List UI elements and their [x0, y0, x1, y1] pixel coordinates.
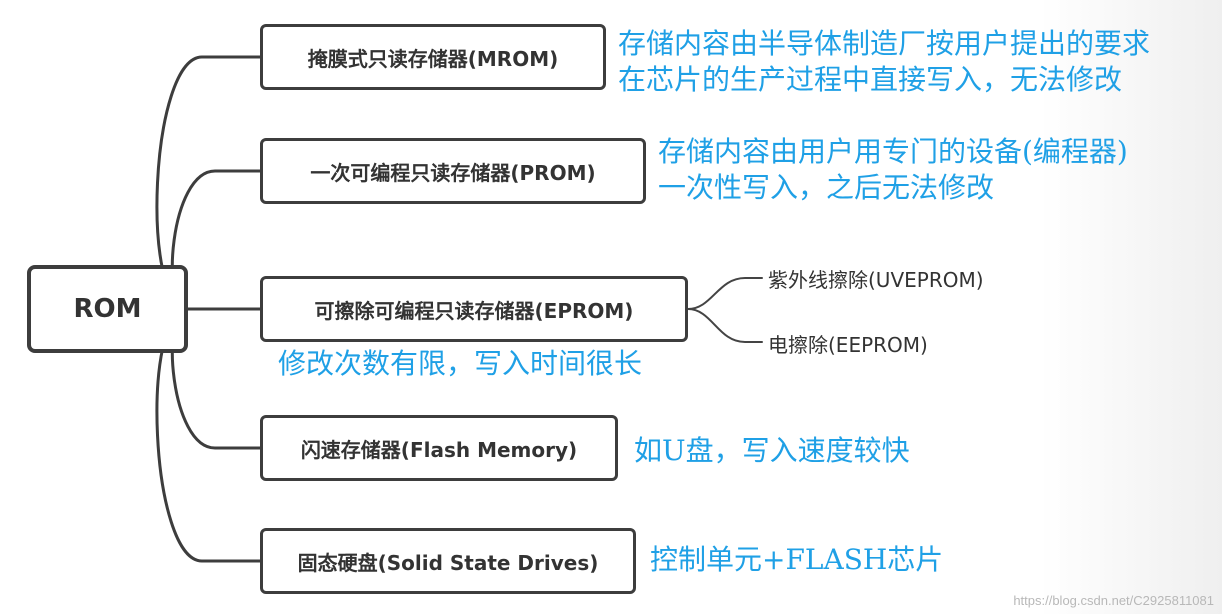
ssd-note-line-1: 控制单元+FLASH芯片 — [650, 543, 944, 576]
link-eprom-ee — [687, 308, 763, 343]
flash-note: 如U盘，写入速度较快 — [634, 433, 910, 469]
eprom-node: 可擦除可编程只读存储器(EPROM) — [260, 276, 688, 342]
flash-node: 闪速存储器(Flash Memory) — [260, 415, 618, 481]
eeprom-node: 电擦除(EEPROM) — [768, 333, 928, 357]
prom-note-line-2: 一次性写入，之后无法修改 — [658, 171, 995, 204]
uveprom-node: 紫外线擦除(UVEPROM) — [768, 268, 984, 292]
prom-note-line-1: 存储内容由用户用专门的设备(编程器) — [658, 135, 1128, 168]
mrom-note-line-1: 存储内容由半导体制造厂按用户提出的要求 — [618, 27, 1151, 60]
right-shade — [1040, 0, 1222, 614]
ssd-node: 固态硬盘(Solid State Drives) — [260, 528, 636, 594]
prom-note: 存储内容由用户用专门的设备(编程器) 一次性写入，之后无法修改 — [658, 134, 1128, 206]
eprom-note-line-1: 修改次数有限，写入时间很长 — [278, 347, 643, 380]
flash-note-line-1: 如U盘，写入速度较快 — [634, 434, 910, 467]
eprom-note: 修改次数有限，写入时间很长 — [278, 346, 642, 382]
watermark: https://blog.csdn.net/C2925811081 — [1013, 593, 1214, 608]
ssd-note: 控制单元+FLASH芯片 — [650, 542, 943, 578]
mrom-note-line-2: 在芯片的生产过程中直接写入，无法修改 — [618, 63, 1123, 96]
link-eprom-uv — [687, 277, 763, 310]
prom-node: 一次可编程只读存储器(PROM) — [260, 138, 646, 204]
mrom-node: 掩膜式只读存储器(MROM) — [260, 24, 606, 90]
rom-root-node: ROM — [27, 265, 188, 353]
mrom-note: 存储内容由半导体制造厂按用户提出的要求 在芯片的生产过程中直接写入，无法修改 — [618, 26, 1150, 98]
